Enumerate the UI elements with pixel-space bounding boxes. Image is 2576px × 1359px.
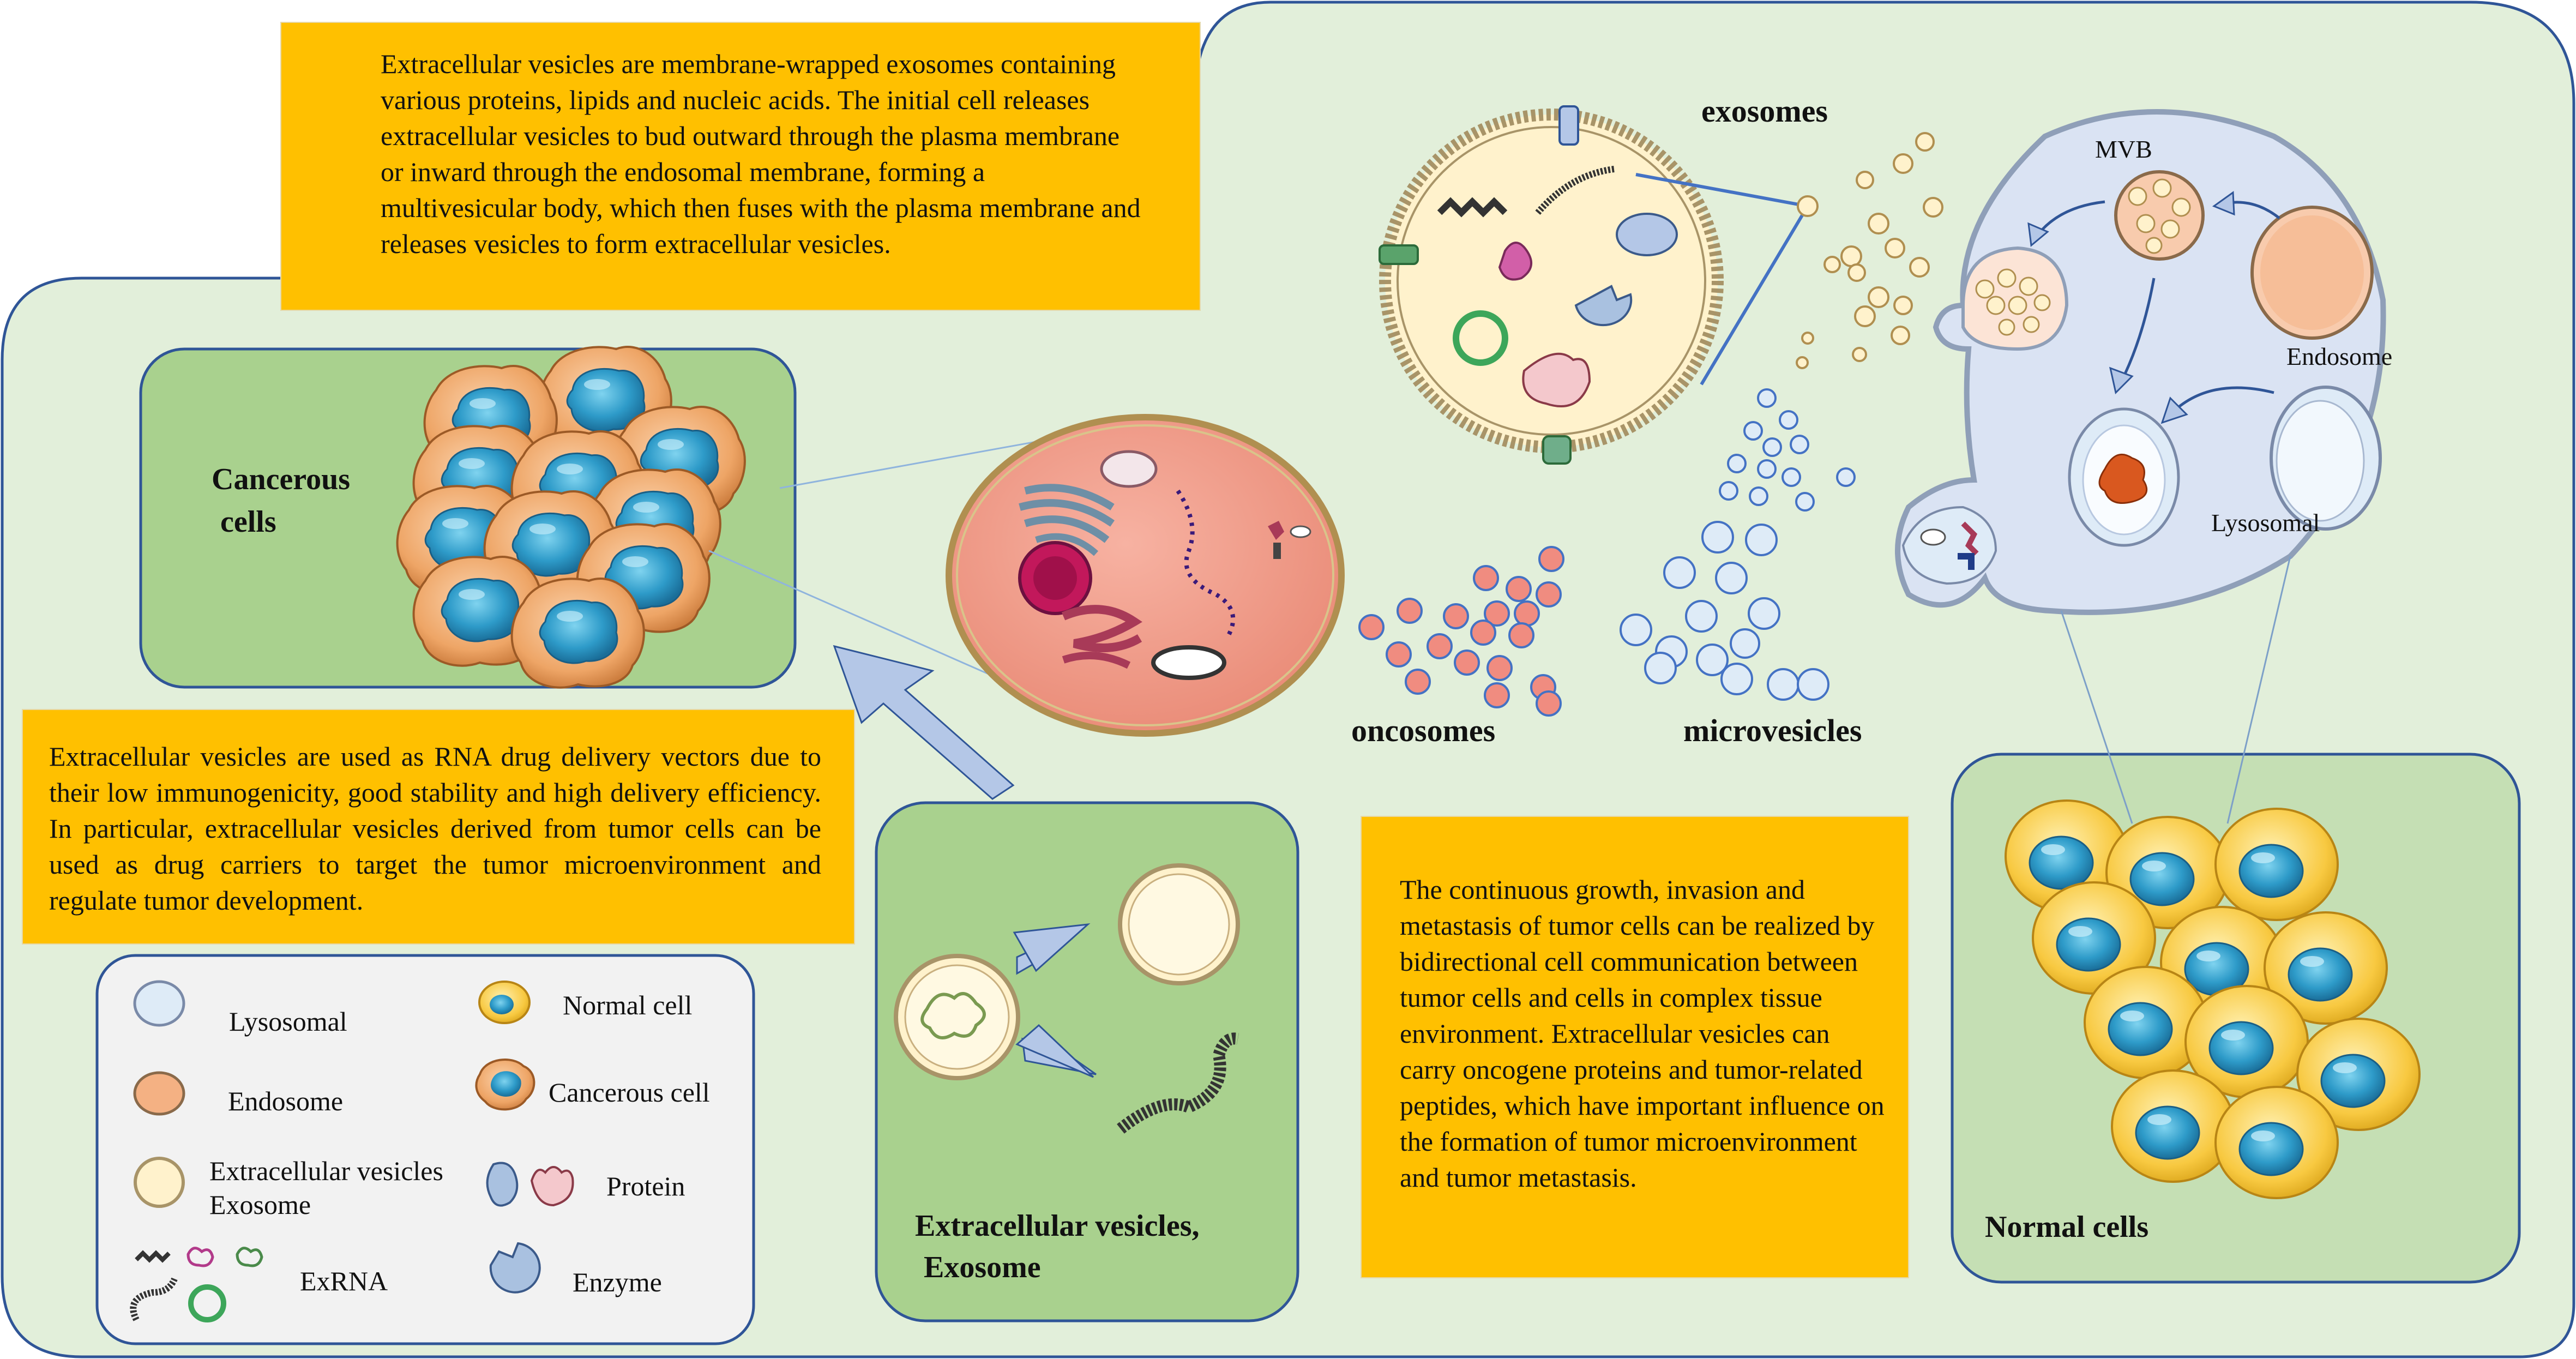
note-top-text: Extracellular vesicles are membrane-wrap… [381,49,1141,259]
legend-protein-label: Protein [606,1171,685,1201]
legend-exrna-label: ExRNA [300,1266,388,1296]
microvesicles-group [1620,388,1856,701]
zoom-line [1700,205,1809,386]
legend-icons [130,980,574,1322]
endosome-label: Endosome [2286,342,2393,370]
note-center: The continuous growth, invasion and meta… [1361,816,1909,1278]
large-arrow [833,645,1015,800]
normal-cells-label: Normal cells [1985,1210,2149,1244]
mvb-label: MVB [2095,135,2152,163]
legend-ev-icon [134,1157,185,1208]
microvesicles-label: microvesicles [1683,713,1862,748]
exosomes-label: exosomes [1701,93,1828,129]
legend-lysosomal-icon [133,980,185,1027]
legend-cancerous-cell-label: Cancerous cell [549,1077,710,1108]
ev-box-illustration [894,863,1240,1134]
legend-endosome-label: Endosome [228,1086,344,1116]
exosome-detail [1379,105,1724,465]
note-top: Extracellular vesicles are membrane-wrap… [280,22,1201,311]
connector-line [708,550,1031,694]
legend-enzyme-label: Enzyme [573,1267,662,1297]
legend-exrna-icon [130,1247,263,1322]
note-left-text: Extracellular vesicles are used as RNA d… [49,741,821,916]
cancerous-label-line1: Cancerous [212,462,351,496]
connector-line [2226,556,2291,824]
ev-box-label-line1: Extracellular vesicles, [915,1209,1200,1243]
legend-ev-label: Extracellular vesicles Exosome [209,1154,443,1222]
cancerous-cells-label: Cancerous cells [212,458,350,543]
legend-ev-line1: Extracellular vesicles [209,1156,443,1186]
legend-lysosomal-label: Lysosomal [229,1006,347,1037]
exosome-particles [1796,132,1943,369]
note-left: Extracellular vesicles are used as RNA d… [22,709,855,945]
connector-line [2060,610,2133,824]
legend-normal-cell-icon [478,981,531,1024]
legend-ev-line2: Exosome [209,1189,311,1220]
legend-protein-icon [486,1162,574,1207]
legend-endosome-icon [133,1071,185,1116]
connector-line [779,435,1067,489]
mvb-cell [1895,109,2386,615]
oncosomes-label: oncosomes [1351,713,1496,748]
ev-box-label: Extracellular vesicles, Exosome [915,1205,1200,1288]
lysosomal-label: Lysosomal [2211,509,2320,537]
oncosomes-group [1358,546,1564,717]
legend-normal-cell-label: Normal cell [563,990,693,1020]
legend-enzyme-icon [489,1242,541,1294]
note-center-text: The continuous growth, invasion and meta… [1400,874,1885,1193]
legend-cancerous-cell-icon [475,1059,535,1111]
zoom-line [1635,173,1808,208]
cancerous-label-line2: cells [220,505,276,539]
source-cell [946,414,1345,737]
legend-box [95,954,755,1345]
ev-box-label-line2: Exosome [924,1250,1041,1284]
